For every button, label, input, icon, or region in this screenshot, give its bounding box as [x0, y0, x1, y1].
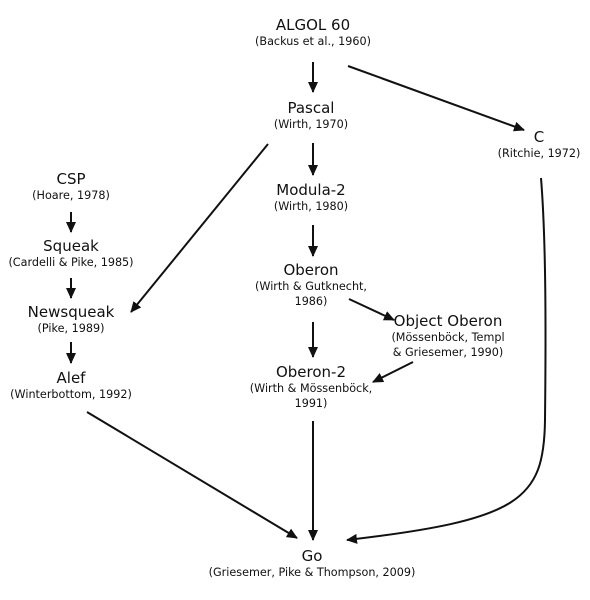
node-name: Squeak	[43, 237, 99, 255]
node-citation: (Cardelli & Pike, 1985)	[8, 256, 134, 269]
node-object-oberon: Object Oberon (Mössenböck, Templ & Gries…	[391, 312, 504, 360]
arrow-alef-to-go	[86, 411, 298, 539]
node-go: Go (Griesemer, Pike & Thompson, 2009)	[209, 547, 416, 581]
node-name: CSP	[56, 170, 86, 188]
node-alef: Alef (Winterbottom, 1992)	[10, 369, 132, 403]
node-pascal: Pascal (Wirth, 1970)	[274, 99, 348, 133]
arrow-oberon-to-object_oberon	[348, 298, 395, 321]
node-citation: (Backus et al., 1960)	[255, 35, 371, 48]
node-citation: & Griesemer, 1990)	[392, 345, 504, 359]
arrow-c-to-go	[346, 177, 547, 544]
node-citation: (Wirth, 1980)	[273, 200, 349, 213]
arrow-line	[348, 298, 395, 321]
arrow-line	[346, 177, 547, 544]
node-citation: (Winterbottom, 1992)	[10, 388, 132, 401]
node-newsqueak: Newsqueak (Pike, 1989)	[28, 303, 115, 337]
arrow-line	[347, 65, 525, 132]
node-citation: (Mössenböck, Templ	[391, 331, 505, 344]
node-citation: 1986)	[294, 294, 328, 308]
node-citation: (Griesemer, Pike & Thompson, 2009)	[208, 566, 416, 579]
node-c: C (Ritchie, 1972)	[498, 128, 581, 162]
node-citation: (Wirth & Gutknecht,	[255, 280, 367, 293]
node-algol: ALGOL 60 (Backus et al., 1960)	[255, 16, 371, 50]
node-name: Object Oberon	[393, 312, 503, 330]
node-citation: 1991)	[294, 396, 328, 410]
node-oberon: Oberon (Wirth & Gutknecht, 1986)	[255, 261, 367, 309]
node-name: Newsqueak	[27, 303, 115, 321]
node-name: C	[533, 128, 545, 146]
arrow-algol-to-c	[347, 65, 525, 132]
node-name: ALGOL 60	[275, 16, 351, 34]
arrow-line	[372, 361, 414, 383]
arrow-line	[130, 143, 269, 313]
node-name: Alef	[56, 369, 86, 387]
node-csp: CSP (Hoare, 1978)	[32, 170, 110, 204]
node-citation: (Hoare, 1978)	[32, 189, 110, 202]
node-modula2: Modula-2 (Wirth, 1980)	[274, 181, 348, 215]
node-citation: (Wirth & Mössenböck,	[249, 382, 373, 395]
node-name: Go	[301, 547, 323, 565]
arrow-object_oberon-to-oberon2	[372, 361, 414, 383]
node-citation: (Ritchie, 1972)	[497, 147, 581, 160]
node-citation: (Pike, 1989)	[37, 322, 105, 335]
node-name: Modula-2	[276, 181, 346, 199]
arrow-pascal-to-newsqueak	[130, 143, 269, 313]
node-name: Pascal	[287, 99, 335, 117]
node-oberon2: Oberon-2 (Wirth & Mössenböck, 1991)	[250, 363, 372, 411]
node-squeak: Squeak (Cardelli & Pike, 1985)	[8, 237, 133, 271]
node-name: Oberon	[283, 261, 339, 279]
node-citation: (Wirth, 1970)	[273, 118, 349, 131]
node-name: Oberon-2	[275, 363, 347, 381]
arrow-line	[86, 411, 298, 539]
